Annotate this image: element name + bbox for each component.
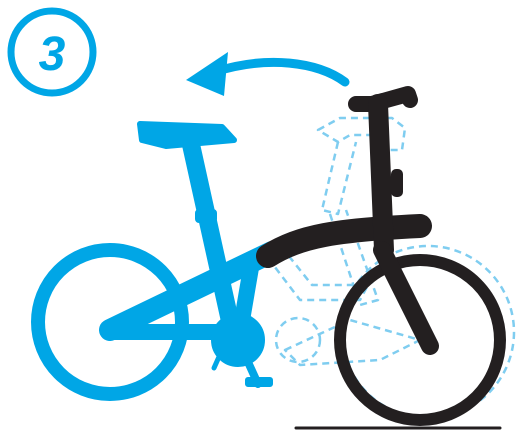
saddle (140, 124, 234, 146)
step-number-label: 3 (39, 28, 66, 81)
rotate-arrow-icon (186, 52, 345, 96)
bicycle-rear-half (38, 124, 272, 394)
bicycle-front-half (268, 94, 500, 428)
step-number-badge: 3 (11, 11, 93, 93)
